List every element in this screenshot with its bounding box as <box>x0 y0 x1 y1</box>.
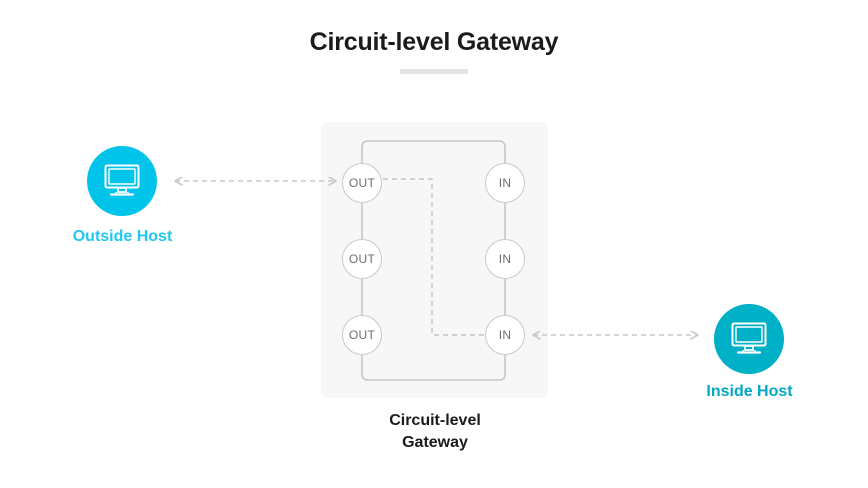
page-title: Circuit-level Gateway <box>309 28 559 56</box>
node-in-3-label: IN <box>498 328 512 342</box>
node-in-1-label: IN <box>498 176 512 190</box>
monitor-icon <box>104 164 140 196</box>
node-in-1[interactable]: IN <box>485 163 525 203</box>
node-out-2[interactable]: OUT <box>342 239 382 279</box>
gateway-caption-line-2: Gateway <box>402 434 468 451</box>
node-in-3[interactable]: IN <box>485 315 525 355</box>
gateway-caption: Circuit-level Gateway <box>335 410 535 454</box>
node-out-1-label: OUT <box>348 176 376 190</box>
node-in-2-label: IN <box>498 252 512 266</box>
inside-host-circle[interactable] <box>714 304 784 374</box>
node-out-3-label: OUT <box>348 328 376 342</box>
node-out-1[interactable]: OUT <box>342 163 382 203</box>
outside-host-label: Outside Host <box>72 228 173 245</box>
inside-host-label: Inside Host <box>706 383 793 400</box>
monitor-icon <box>731 322 767 354</box>
node-in-2[interactable]: IN <box>485 239 525 279</box>
node-out-2-label: OUT <box>348 252 376 266</box>
gateway-caption-line-1: Circuit-level <box>389 412 481 429</box>
outside-host-circle[interactable] <box>87 146 157 216</box>
node-out-3[interactable]: OUT <box>342 315 382 355</box>
title-underline-rule <box>400 69 468 74</box>
